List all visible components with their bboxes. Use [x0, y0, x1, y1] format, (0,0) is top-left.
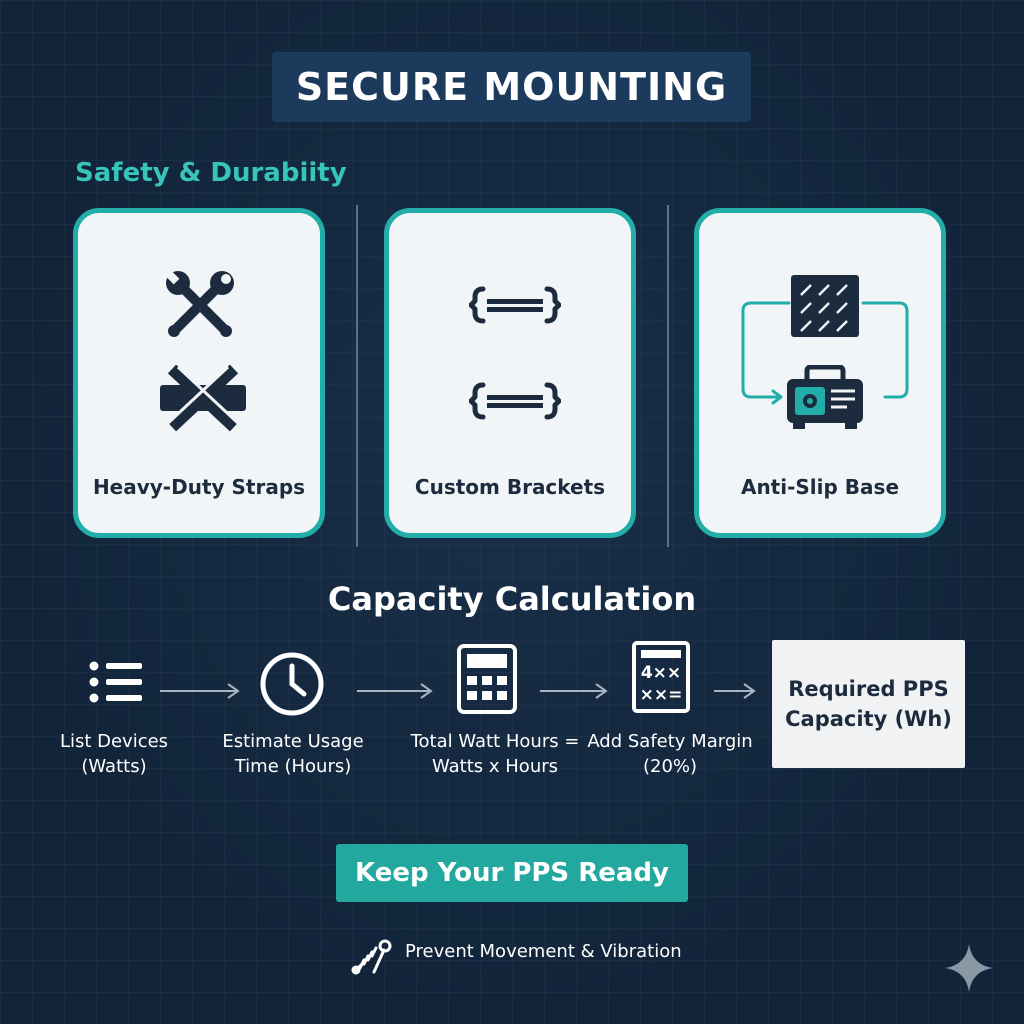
wrench-spring-icon — [351, 939, 392, 975]
calculator-icon — [457, 644, 517, 714]
step-label-safety-margin: Add Safety Margin (20%) — [587, 731, 753, 777]
step-label-list-devices: List Devices (Watts) — [59, 731, 169, 777]
card-custom-brackets: Custom Brackets — [384, 208, 636, 538]
arrow-right-icon — [357, 683, 433, 699]
mat-icon — [791, 275, 859, 337]
clock-icon — [260, 652, 324, 716]
card-anti-slip-base: Anti-Slip Base — [694, 208, 946, 538]
calc-heading: Capacity Calculation — [327, 580, 697, 618]
bracket-icon — [469, 286, 561, 324]
card-label: Anti-Slip Base — [740, 475, 900, 499]
arrow-right-icon — [160, 683, 240, 699]
footer-text: Prevent Movement & Vibration — [405, 941, 682, 962]
strap-icon — [160, 364, 246, 432]
loop-arrow-icon — [741, 301, 909, 405]
card-heavy-duty-straps: Heavy-Duty Straps — [73, 208, 325, 538]
step-label-estimate-usage: Estimate Usage Time (Hours) — [222, 731, 364, 777]
arrow-right-icon — [540, 683, 608, 699]
card-label: Heavy-Duty Straps — [92, 475, 306, 499]
bracket-icon — [469, 382, 561, 420]
list-icon — [89, 661, 142, 703]
section-label: Safety & Durabiity — [75, 158, 347, 188]
step-label-total-watt-hours: Total Watt Hours = Watts x Hours — [410, 731, 580, 777]
page-title: SECURE MOUNTING — [272, 52, 751, 122]
power-station-icon — [787, 365, 863, 429]
sparkle-icon — [945, 944, 993, 992]
card-label: Custom Brackets — [414, 475, 606, 499]
divider — [667, 205, 669, 547]
arrow-right-icon — [714, 683, 756, 699]
divider — [356, 205, 358, 547]
keep-pps-ready-button[interactable]: Keep Your PPS Ready — [336, 844, 688, 902]
result-box: Required PPS Capacity (Wh) — [772, 640, 965, 768]
wrench-cross-icon — [165, 270, 234, 337]
calculator-symbols-icon: 4×× ××= — [632, 641, 690, 713]
